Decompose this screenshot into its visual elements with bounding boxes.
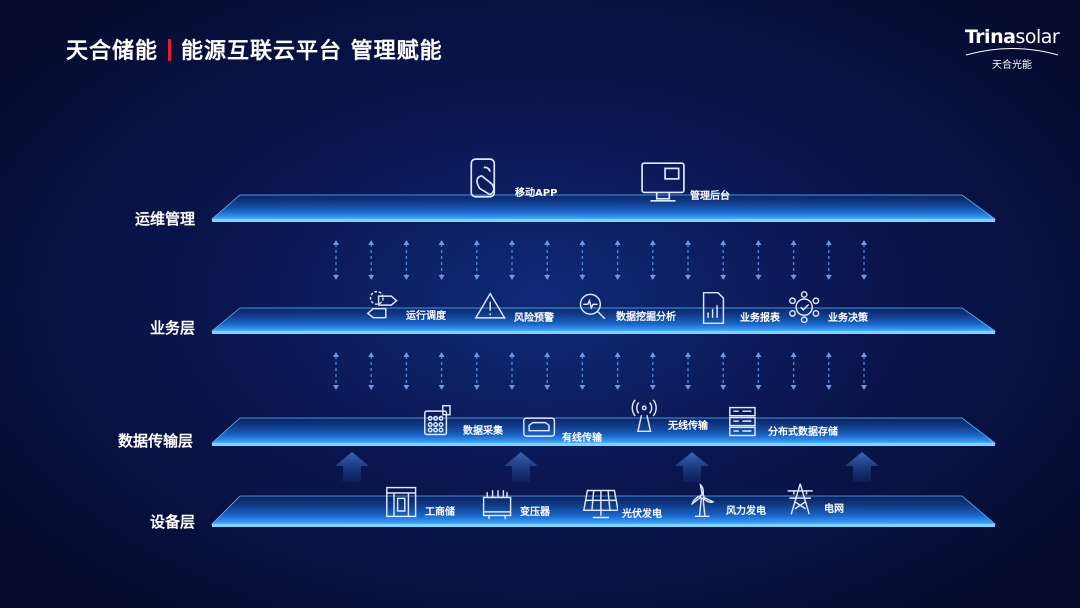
- transformer-icon: [482, 490, 512, 520]
- bidirectional-arrow-icon: [403, 352, 410, 390]
- bidirectional-arrow-icon: [544, 352, 551, 390]
- item-label: 变压器: [520, 507, 550, 518]
- item-label: 光伏发电: [622, 509, 662, 520]
- data-collection-icon: [424, 404, 451, 436]
- platform-2: [210, 417, 997, 444]
- item-label: 数据挖掘分析: [616, 312, 676, 323]
- layer-item: 分布式数据存储: [728, 404, 838, 440]
- bidirectional-arrow-icon: [685, 352, 691, 390]
- layer-item: 风力发电: [686, 483, 766, 519]
- layer-item: 业务报表: [700, 290, 780, 326]
- up-arrow-icon: [675, 452, 709, 482]
- bidirectional-arrow-icon: [368, 240, 375, 280]
- item-label: 无线传输: [668, 421, 708, 432]
- solar-panel-icon: [582, 489, 618, 519]
- bidirectional-arrow-icon: [579, 240, 586, 280]
- layer-label: 设备层: [150, 513, 196, 531]
- wireless-antenna-icon: [631, 399, 657, 433]
- title-subtitle: 能源互联云平台 管理赋能: [181, 39, 443, 64]
- bidirectional-arrow-icon: [473, 352, 480, 390]
- desktop-monitor-icon: [641, 162, 685, 202]
- platform-edge-3: [212, 524, 995, 527]
- bidirectional-arrow-icon: [544, 240, 551, 280]
- layer-item: 无线传输: [628, 398, 708, 434]
- bidirectional-arrow-icon: [790, 352, 797, 390]
- layer-item: 工商储: [385, 484, 455, 520]
- layer-item: 运行调度: [366, 288, 446, 324]
- layer-label: 数据传输层: [118, 432, 194, 450]
- platform-edge-1: [212, 331, 995, 334]
- bidirectional-arrow-icon: [614, 240, 621, 280]
- platform-0: [210, 194, 997, 220]
- bidirectional-arrow-icon: [649, 352, 656, 390]
- layer-item: 风险预警: [474, 290, 554, 326]
- magnifier-analysis-icon: [579, 293, 606, 320]
- report-chart-icon: [702, 291, 725, 325]
- bidirectional-arrow-icon: [403, 240, 410, 280]
- layer-label: 运维管理: [135, 210, 196, 228]
- item-label: 分布式数据存储: [768, 427, 838, 438]
- bidirectional-arrow-icon: [825, 352, 832, 390]
- layer-item: 业务决策: [788, 290, 868, 326]
- bidirectional-arrow-icon: [755, 352, 762, 390]
- bidirectional-arrow-icon: [861, 352, 867, 390]
- bidirectional-arrow-icon: [649, 240, 656, 280]
- page-title: 天合储能能源互联云平台 管理赋能: [66, 33, 443, 65]
- layer-item: 电网: [784, 481, 844, 517]
- platform-edge-0: [212, 219, 995, 222]
- bidirectional-arrow-icon: [720, 240, 727, 280]
- bidirectional-arrow-icon: [438, 352, 445, 390]
- bidirectional-arrow-icon: [861, 240, 867, 280]
- bidirectional-arrow-icon: [614, 352, 621, 390]
- item-label: 运行调度: [406, 311, 446, 322]
- layer-item: 数据挖掘分析: [576, 289, 676, 325]
- item-label: 移动APP: [515, 188, 558, 199]
- trinasolar-logo: Trinasolar 天合光能: [964, 26, 1060, 71]
- layer-item: 移动APP: [465, 157, 557, 201]
- server-storage-icon: [729, 406, 756, 437]
- bidirectional-arrow-icon: [790, 240, 797, 280]
- gear-arrows-icon: [366, 290, 398, 319]
- bidirectional-arrow-icon: [438, 240, 445, 280]
- bidirectional-arrow-icon: [333, 240, 339, 280]
- wind-turbine-icon: [691, 483, 715, 518]
- layer-item: 有线传输: [522, 410, 602, 446]
- warning-icon: [474, 292, 506, 319]
- bidirectional-arrow-icon: [825, 240, 832, 280]
- bidirectional-arrow-icon: [368, 352, 375, 390]
- bidirectional-arrow-icon: [685, 240, 691, 280]
- bidirectional-arrow-icon: [333, 352, 339, 390]
- brand-text: 天合储能: [66, 39, 159, 64]
- bidirectional-arrow-icon: [509, 352, 515, 390]
- layer-item: 管理后台: [640, 160, 730, 204]
- up-arrow-icon: [504, 452, 538, 482]
- item-label: 管理后台: [690, 191, 730, 202]
- up-arrow-icon: [845, 452, 879, 482]
- title-divider: [168, 39, 172, 61]
- item-label: 业务决策: [828, 313, 868, 324]
- layer-item: 变压器: [480, 484, 550, 520]
- bidirectional-arrow-icon: [473, 240, 480, 280]
- item-label: 有线传输: [562, 433, 602, 444]
- bidirectional-arrow-icon: [579, 352, 586, 390]
- item-label: 工商储: [425, 507, 455, 518]
- item-label: 风险预警: [514, 313, 554, 324]
- layer-item: 数据采集: [423, 403, 503, 439]
- power-tower-icon: [787, 483, 813, 515]
- layer-item: 光伏发电: [582, 486, 662, 522]
- decision-network-icon: [789, 291, 820, 324]
- item-label: 业务报表: [740, 313, 780, 324]
- mobile-phone-icon: [470, 158, 496, 198]
- layer-label: 业务层: [150, 319, 196, 337]
- wired-port-icon: [523, 417, 556, 437]
- item-label: 数据采集: [463, 426, 503, 437]
- item-label: 电网: [824, 504, 844, 515]
- item-label: 风力发电: [726, 506, 766, 517]
- bidirectional-arrow-icon: [720, 352, 727, 390]
- platform-edge-2: [212, 443, 995, 446]
- up-arrow-icon: [335, 452, 369, 482]
- storage-cabinet-icon: [386, 486, 417, 518]
- bidirectional-arrow-icon: [755, 240, 762, 280]
- bidirectional-arrow-icon: [509, 240, 515, 280]
